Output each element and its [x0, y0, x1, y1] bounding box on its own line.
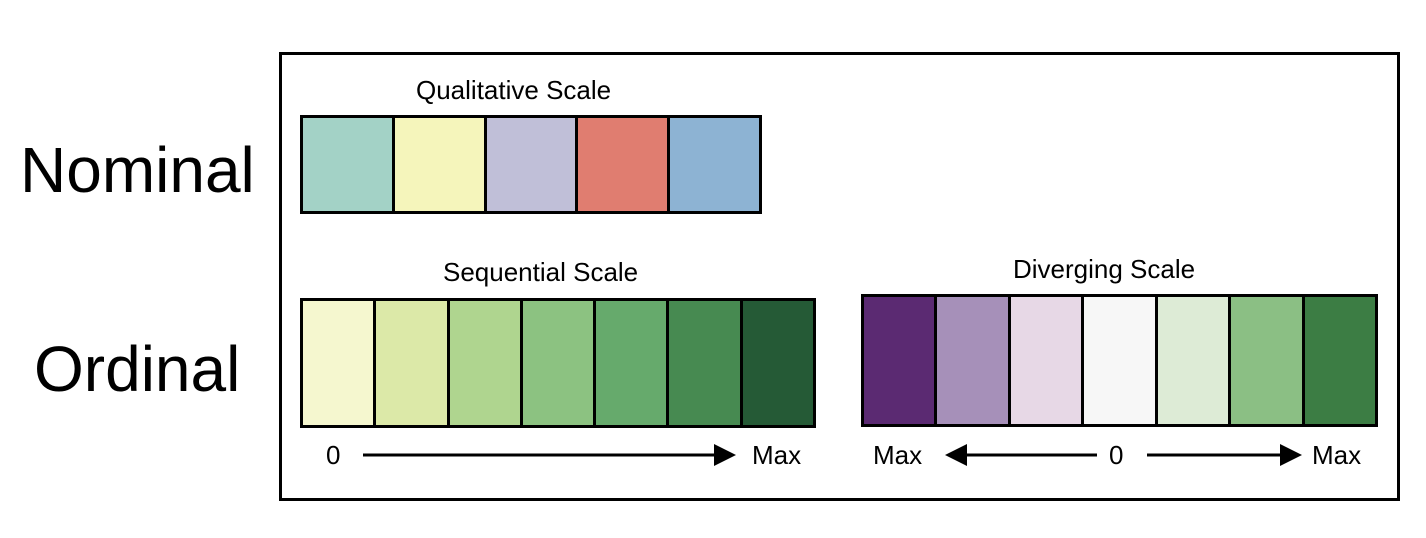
sequential-end-label: Max — [752, 440, 802, 470]
sequential-swatch-6 — [669, 301, 740, 425]
diverging-center-label: 0 — [1109, 440, 1124, 470]
diverging-swatch-3 — [1010, 297, 1082, 424]
qualitative-swatch-5 — [670, 118, 759, 211]
diverging-left-label: Max — [873, 440, 923, 470]
diverging-swatch-2 — [937, 297, 1008, 424]
diverging-color-strip — [861, 294, 1378, 427]
sequential-swatch-5 — [596, 301, 667, 425]
sequential-start-label: 0 — [326, 440, 341, 470]
diverging-swatch-1 — [864, 297, 935, 424]
sequential-color-strip — [300, 298, 816, 428]
qualitative-swatch-3 — [486, 118, 576, 211]
sequential-swatch-7 — [742, 301, 813, 425]
qualitative-swatch-1 — [303, 118, 392, 211]
diverging-swatch-6 — [1231, 297, 1302, 424]
row-label-ordinal: Ordinal — [34, 333, 241, 405]
diverging-right-arrow — [1147, 444, 1302, 466]
sequential-swatch-3 — [449, 301, 520, 425]
qualitative-swatch-2 — [394, 118, 484, 211]
diverging-swatch-5 — [1157, 297, 1229, 424]
sequential-swatch-1 — [303, 301, 374, 425]
sequential-arrow — [363, 444, 736, 466]
diverging-swatch-7 — [1304, 297, 1375, 424]
row-label-nominal: Nominal — [20, 134, 255, 206]
diverging-right-label: Max — [1312, 440, 1362, 470]
sequential-swatch-2 — [376, 301, 447, 425]
diverging-left-arrow — [945, 444, 1097, 466]
qualitative-color-strip — [300, 115, 762, 214]
qualitative-scale-title: Qualitative Scale — [416, 75, 612, 105]
scales-frame — [279, 52, 1400, 501]
sequential-scale-title: Sequential Scale — [443, 257, 639, 287]
sequential-swatch-4 — [522, 301, 594, 425]
qualitative-swatch-4 — [578, 118, 668, 211]
diverging-swatch-4 — [1084, 297, 1155, 424]
diverging-scale-title: Diverging Scale — [1013, 254, 1196, 284]
